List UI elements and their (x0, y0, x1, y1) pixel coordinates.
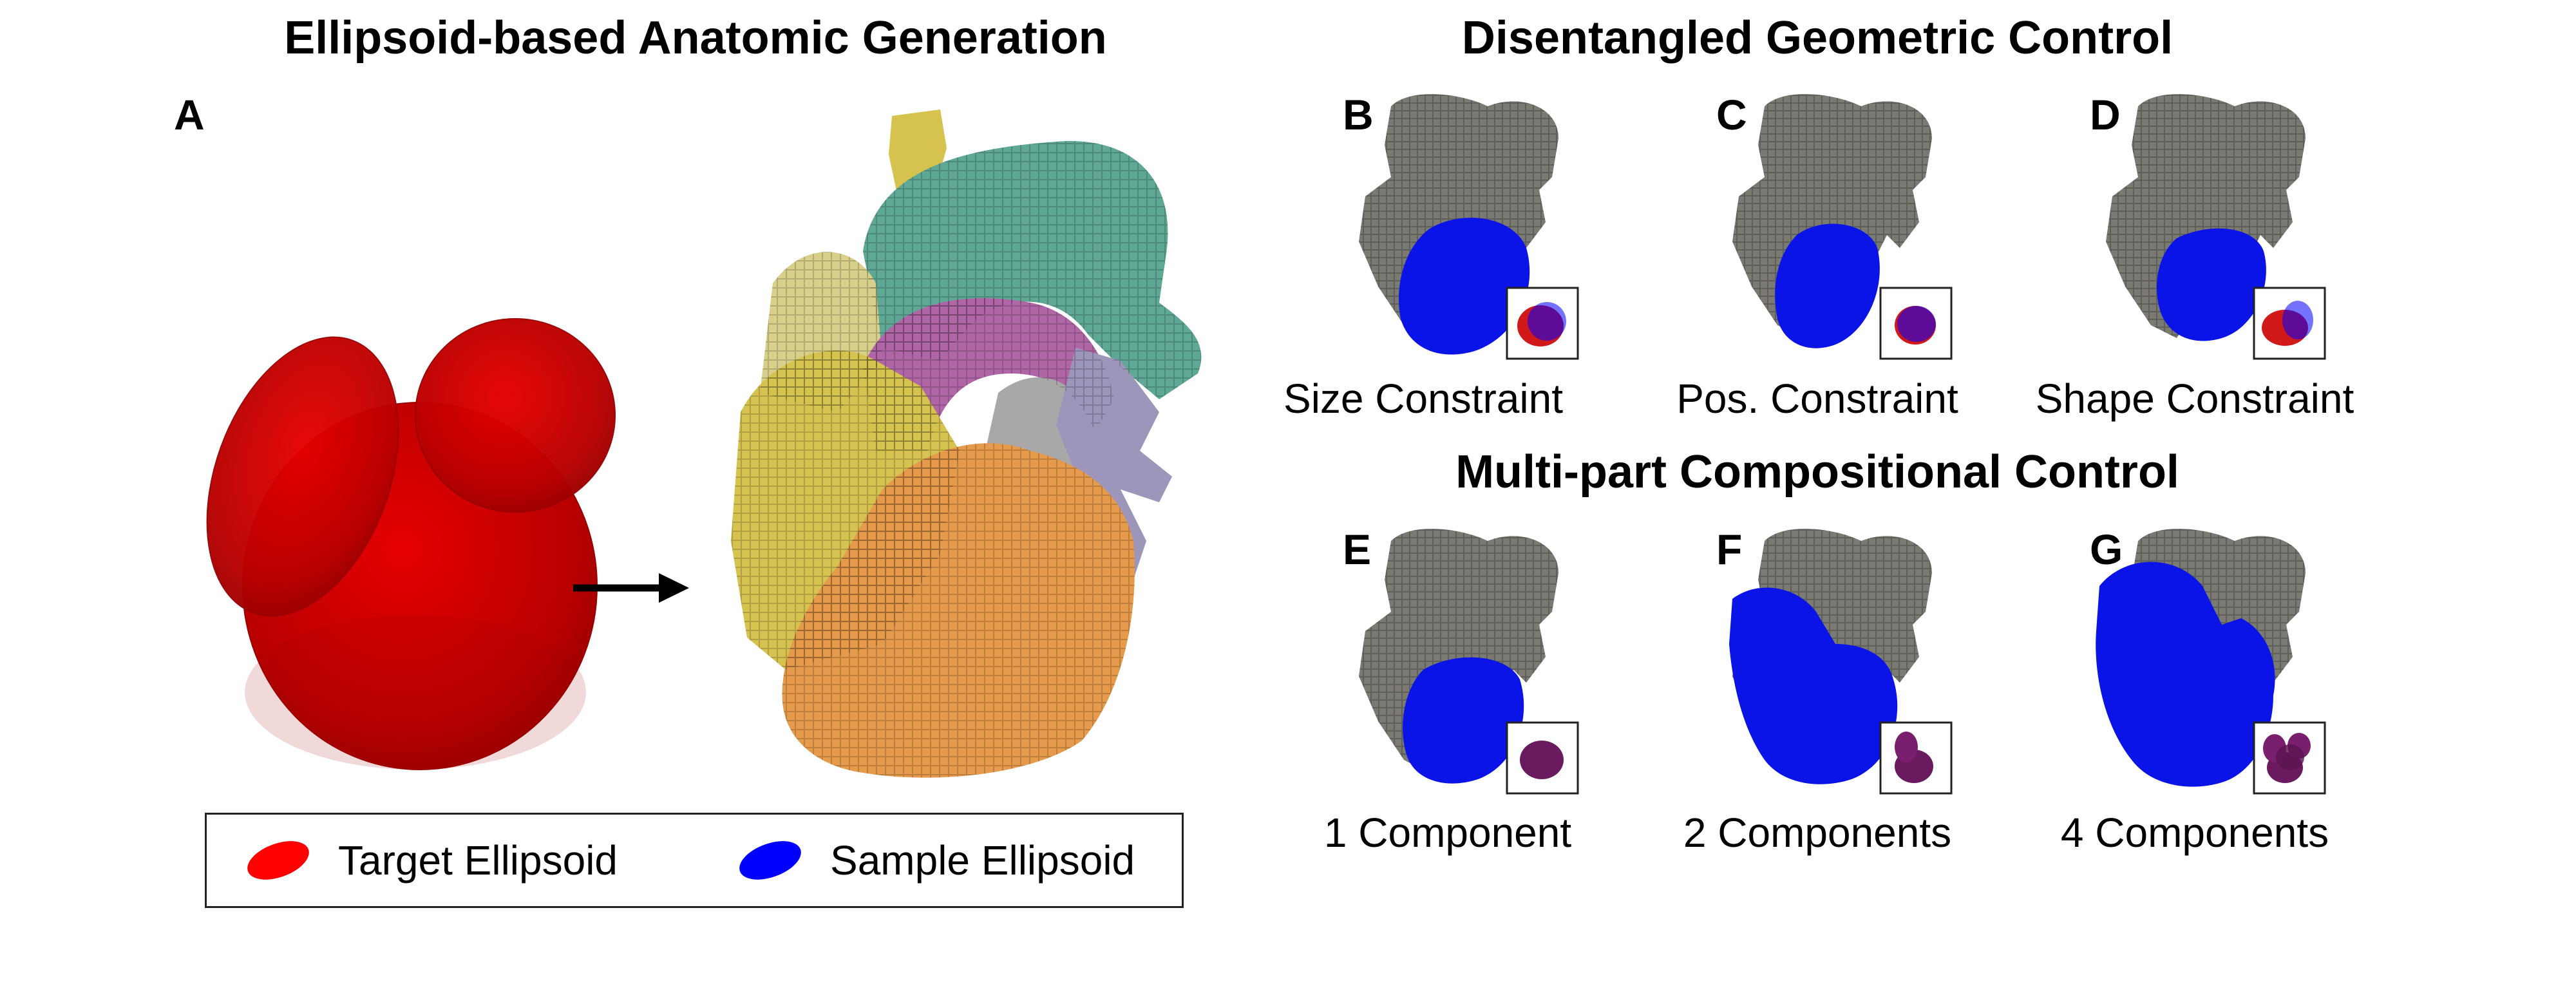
panel-letter-g: G (2090, 525, 2123, 573)
heart-panel-c (1732, 94, 1953, 360)
arrow-right-icon (573, 573, 689, 603)
sample-ellipsoid-swatch-icon (739, 841, 801, 880)
caption-4-components: 4 Components (2060, 809, 2329, 856)
generated-heart-figure (731, 109, 1202, 778)
legend-item-sample: Sample Ellipsoid (735, 815, 1135, 906)
caption-size-constraint: Size Constraint (1283, 375, 1563, 422)
caption-1-component: 1 Component (1323, 809, 1572, 856)
heart-panel-b (1359, 94, 1579, 360)
caption-2-components: 2 Components (1683, 809, 1952, 856)
target-ellipsoid-swatch-icon (247, 841, 309, 880)
legend-label-target: Target Ellipsoid (338, 837, 618, 884)
caption-pos-constraint: Pos. Constraint (1676, 375, 1958, 422)
legend-label-sample: Sample Ellipsoid (830, 837, 1135, 884)
title-geometric-control: Disentangled Geometric Control (1461, 12, 2174, 64)
title-anatomic-generation: Ellipsoid-based Anatomic Generation (284, 12, 1107, 64)
panel-letter-a: A (174, 91, 205, 138)
panel-letter-d: D (2090, 91, 2121, 138)
heart-panel-g (2096, 529, 2326, 795)
panel-letter-b: B (1343, 91, 1374, 138)
heart-panel-d (2106, 94, 2326, 360)
legend-item-target: Target Ellipsoid (243, 815, 618, 906)
panel-letter-c: C (1716, 91, 1747, 138)
target-ellipsoids-figure (206, 318, 616, 770)
legend: Target Ellipsoid Sample Ellipsoid (205, 813, 1184, 908)
heart-panel-e (1359, 529, 1579, 795)
panel-letter-f: F (1716, 525, 1743, 573)
heart-panel-f (1729, 529, 1953, 795)
panel-letter-e: E (1343, 525, 1372, 573)
title-compositional-control: Multi-part Compositional Control (1455, 446, 2179, 498)
caption-shape-constraint: Shape Constraint (2035, 375, 2354, 422)
